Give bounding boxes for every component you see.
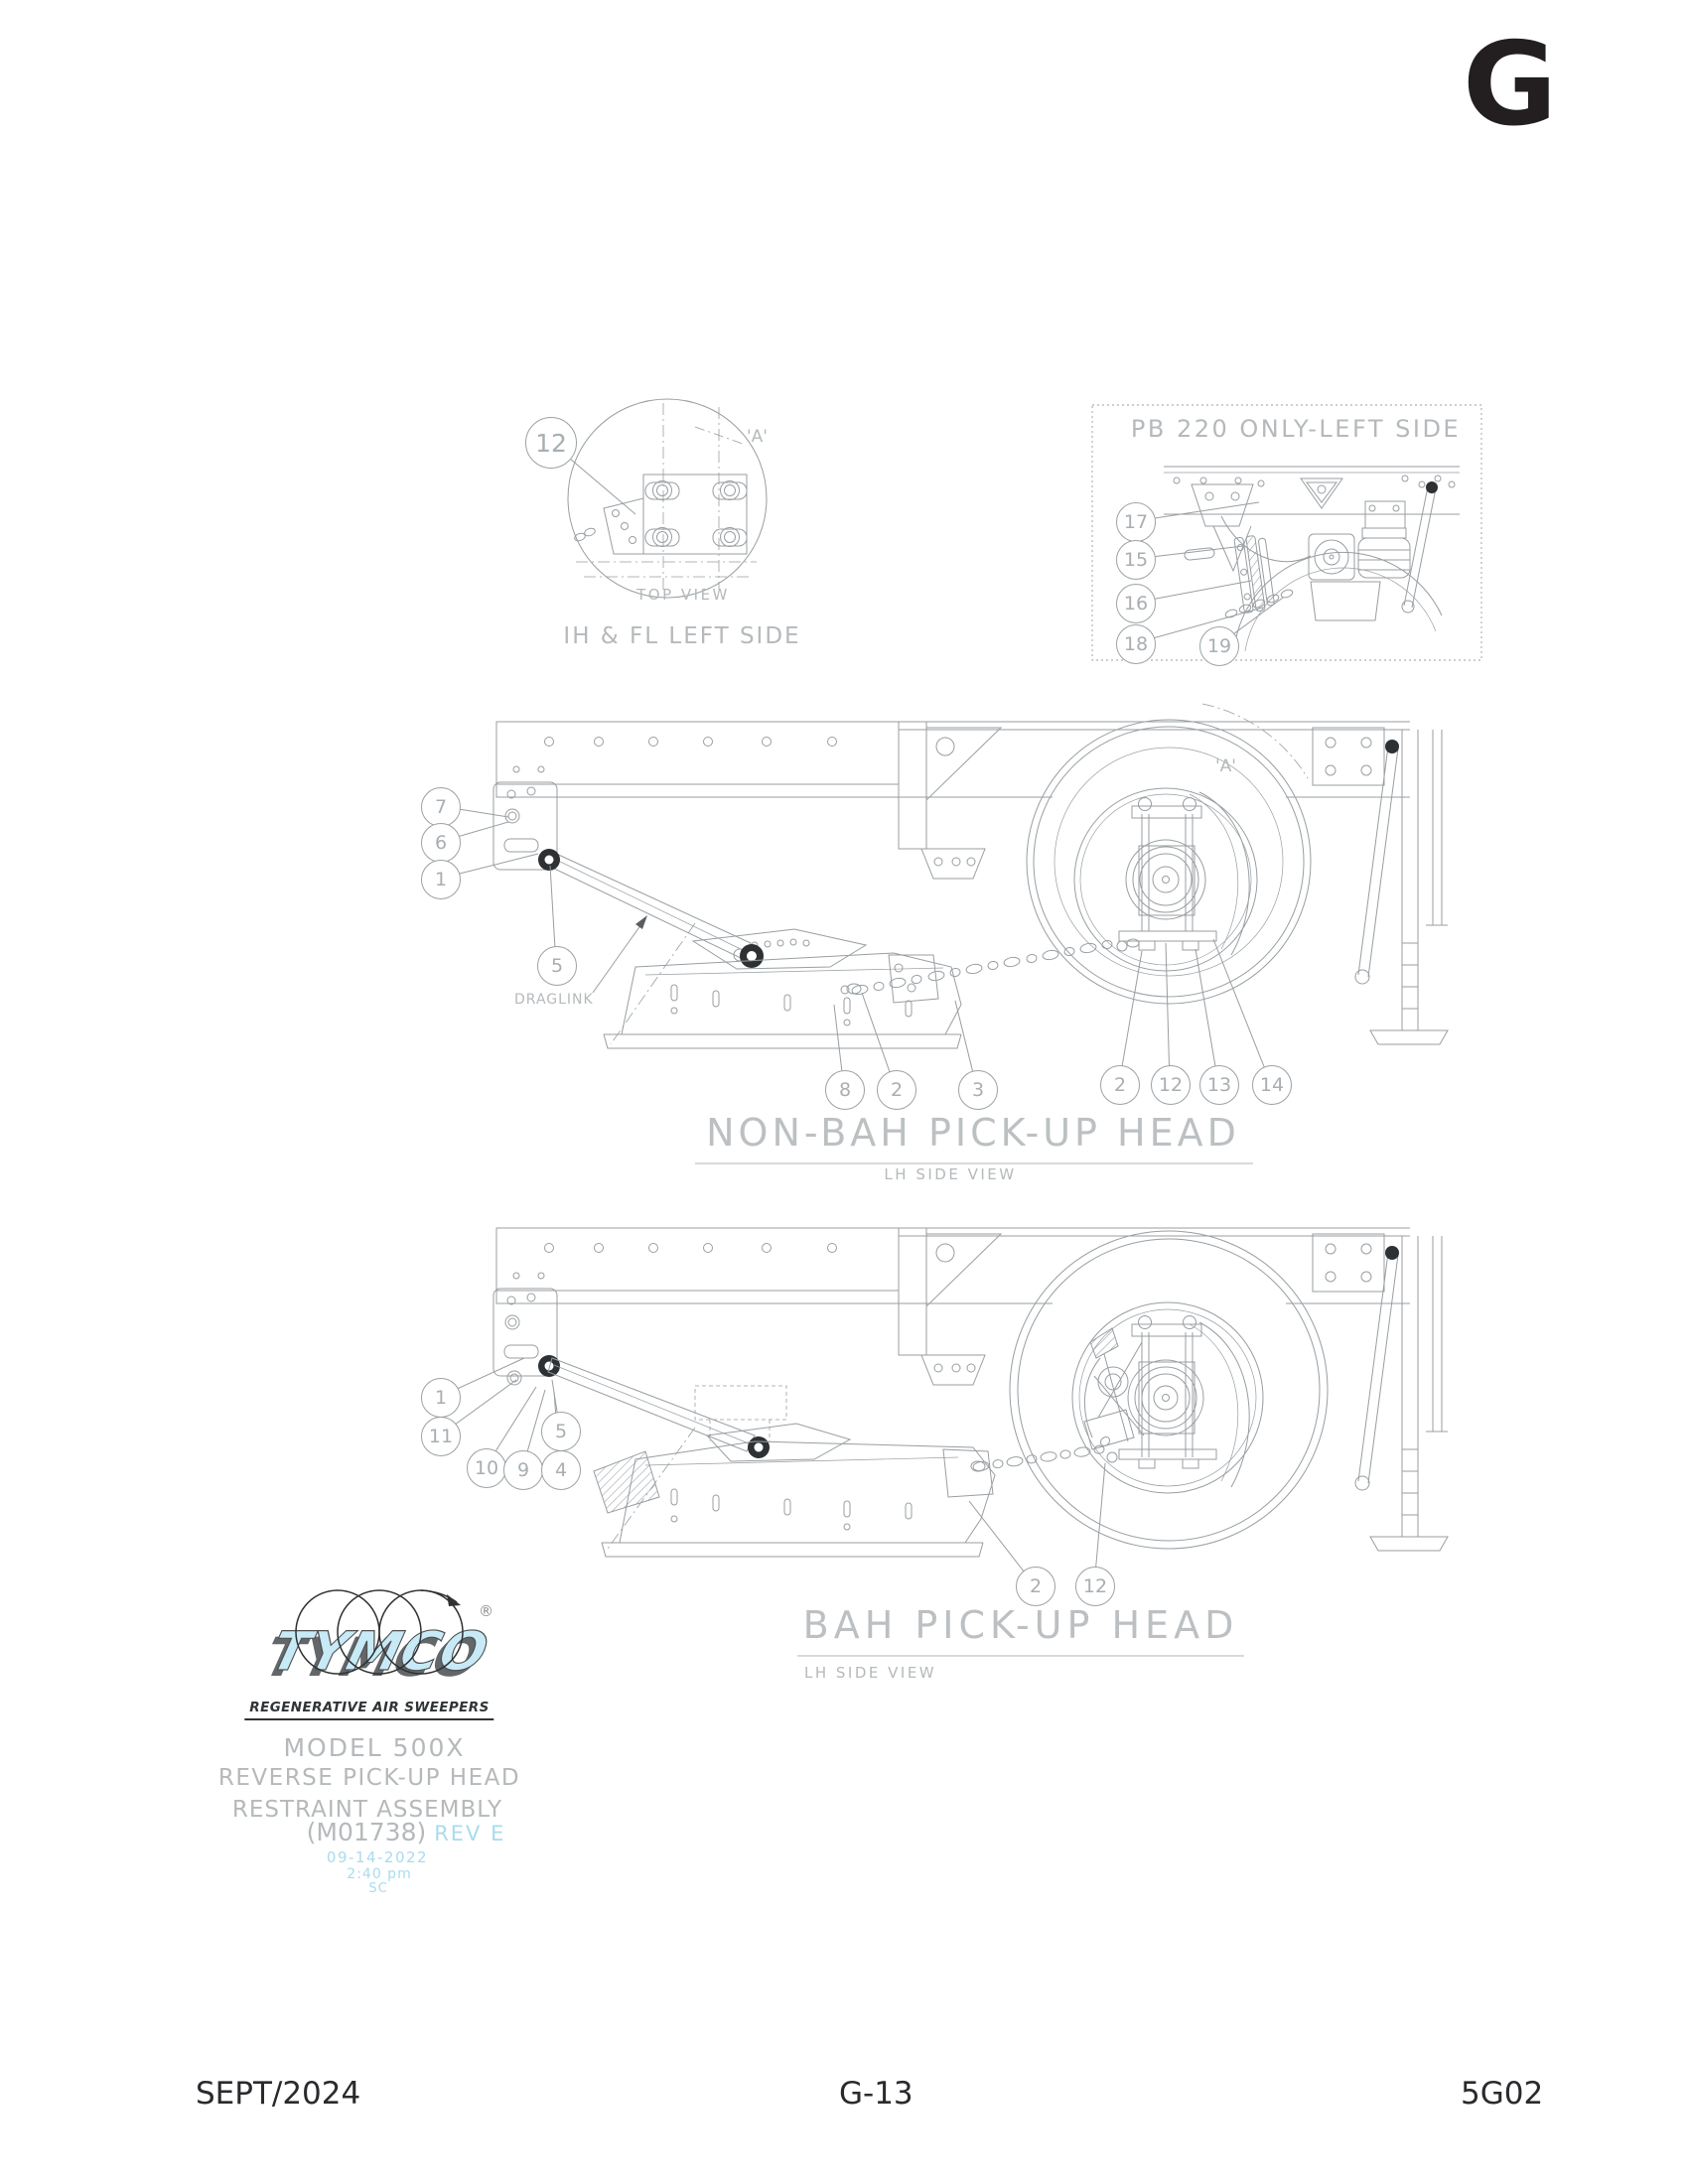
callout-2-bah: 2 [1016,1567,1055,1606]
pb220-title: PB 220 ONLY-LEFT SIDE [1130,415,1462,443]
callout-2: 2 [877,1070,916,1110]
logo-arrow-icon [447,1594,461,1606]
non-bah-title: NON-BAH PICK-UP HEAD [706,1111,1240,1155]
bah-title: BAH PICK-UP HEAD [802,1603,1239,1647]
revision-label: REV E [434,1822,506,1845]
detail-circle-art [549,398,768,599]
callout-5: 5 [537,946,577,986]
title-block-line4: (M01738) REV E [307,1820,506,1844]
callout-5-bah: 5 [541,1412,581,1451]
callout-9: 9 [503,1450,543,1490]
callout-4: 4 [541,1450,581,1490]
draglink-label: DRAGLINK [514,992,594,1008]
callout-3: 3 [958,1070,998,1110]
callout-12-detail: 12 [525,417,577,469]
callout-1: 1 [421,860,461,899]
callout-17: 17 [1116,502,1156,542]
callout-7: 7 [421,787,461,827]
callout-2b: 2 [1100,1065,1140,1105]
callout-15: 15 [1116,540,1156,580]
callout-1-bah: 1 [421,1378,461,1418]
tymco-logo: TYMCO TYMCO ® [258,1589,494,1689]
footer-doc-code: 5G02 [1461,2076,1544,2112]
ref-a-label-nonbah: 'A' [1215,756,1236,776]
callout-14: 14 [1252,1065,1292,1105]
bah-art [439,1227,1449,1657]
non-bah-art [439,703,1449,1164]
callout-11: 11 [421,1417,461,1456]
title-block-initials: SC [368,1881,388,1896]
section-letter: G [1463,18,1558,152]
footer-page-number: G-13 [839,2076,914,2112]
bah-subtitle: LH SIDE VIEW [804,1664,937,1682]
callout-10: 10 [467,1448,506,1488]
detail-caption: IH & FL LEFT SIDE [563,623,801,649]
title-block-date: 09-14-2022 [326,1848,429,1866]
title-block-line3: RESTRAINT ASSEMBLY [231,1797,503,1823]
callout-8: 8 [825,1070,865,1110]
title-block-time: 2:40 pm [347,1866,412,1882]
registered-mark: ® [479,1602,493,1620]
pb220-inset-art [1091,404,1482,661]
ref-a-label-detail: 'A' [747,427,768,447]
part-number: (M01738) [306,1818,427,1846]
title-block-line2: REVERSE PICK-UP HEAD [217,1765,521,1791]
non-bah-subtitle: LH SIDE VIEW [884,1165,1017,1183]
title-block-model: MODEL 500X [283,1733,466,1762]
top-view-label: TOP VIEW [636,586,730,604]
callout-19: 19 [1199,626,1239,666]
callout-6: 6 [421,823,461,863]
logo-tagline: REGENERATIVE AIR SWEEPERS [244,1700,494,1720]
callout-12b: 12 [1151,1065,1191,1105]
callout-16: 16 [1116,584,1156,623]
callout-12-bah: 12 [1075,1567,1115,1606]
callout-18: 18 [1116,624,1156,664]
callout-13: 13 [1199,1065,1239,1105]
footer-date: SEPT/2024 [196,2076,361,2112]
